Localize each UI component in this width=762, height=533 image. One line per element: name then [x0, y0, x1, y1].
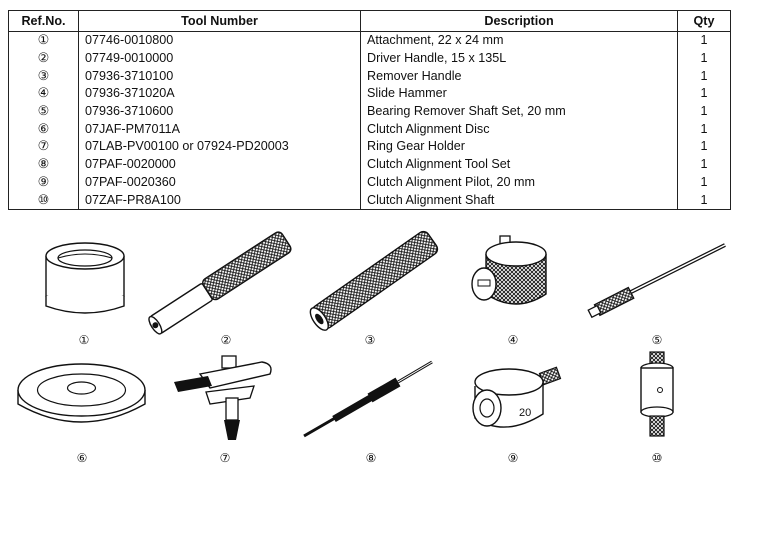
qty-cell: 1 [677, 120, 731, 139]
qty-cell: 1 [677, 155, 731, 174]
clutch-alignment-disc-drawing [14, 360, 149, 435]
ref-no-cell: ④ [8, 85, 79, 103]
description-cell: Clutch Alignment Tool Set [360, 155, 678, 174]
tool-number-cell: 07ZAF-PR8A100 [78, 191, 361, 210]
tool-number-cell: 07PAF-0020360 [78, 173, 361, 192]
ref-no-cell: ⑦ [8, 138, 79, 156]
tool-number-cell: 07LAB-PV00100 or 07924-PD20003 [78, 138, 361, 156]
attachment-drawing [40, 236, 130, 326]
ref-no-cell: ② [8, 49, 79, 68]
header-ref-no: Ref.No. [8, 10, 79, 32]
figure-label: ⑦ [219, 451, 231, 465]
description-cell: Slide Hammer [360, 85, 678, 103]
table-row: ⑨ 07PAF-0020360 Clutch Alignment Pilot, … [8, 173, 731, 192]
figure-label: ⑤ [651, 333, 663, 347]
figure-label: ① [78, 333, 90, 347]
table-row: ⑧ 07PAF-0020000 Clutch Alignment Tool Se… [8, 155, 731, 174]
special-tools-table: Ref.No. Tool Number Description Qty ① 07… [8, 10, 731, 210]
qty-cell: 1 [677, 191, 731, 210]
qty-cell: 1 [677, 67, 731, 86]
ref-no-cell: ⑨ [8, 173, 79, 192]
ref-no-cell: ① [8, 31, 79, 50]
figure-label: ⑩ [651, 451, 663, 465]
tool-number-cell: 07PAF-0020000 [78, 155, 361, 174]
tool-number-cell: 07936-3710600 [78, 102, 361, 121]
ref-no-cell: ⑤ [8, 102, 79, 121]
tool-number-cell: 07936-371020A [78, 85, 361, 103]
description-cell: Clutch Alignment Pilot, 20 mm [360, 173, 678, 192]
description-cell: Bearing Remover Shaft Set, 20 mm [360, 102, 678, 121]
tool-number-cell: 07936-3710100 [78, 67, 361, 86]
figure-label: ⑨ [507, 451, 519, 465]
header-tool-number: Tool Number [78, 10, 361, 32]
tool-number-cell: 07JAF-PM7011A [78, 120, 361, 139]
clutch-alignment-pilot-drawing: 20 [465, 356, 565, 446]
ref-no-cell: ③ [8, 67, 79, 86]
clutch-alignment-shaft-drawing [628, 350, 688, 445]
table-row: ④ 07936-371020A Slide Hammer 1 [8, 85, 731, 103]
qty-cell: 1 [677, 31, 731, 50]
header-description: Description [360, 10, 678, 32]
table-row: ⑤ 07936-3710600 Bearing Remover Shaft Se… [8, 102, 731, 121]
ref-no-cell: ⑧ [8, 155, 79, 174]
ref-no-cell: ⑩ [8, 191, 79, 210]
header-qty: Qty [677, 10, 731, 32]
qty-cell: 1 [677, 138, 731, 156]
description-cell: Clutch Alignment Disc [360, 120, 678, 139]
description-cell: Remover Handle [360, 67, 678, 86]
description-cell: Clutch Alignment Shaft [360, 191, 678, 210]
table-header-row: Ref.No. Tool Number Description Qty [8, 10, 731, 32]
ref-no-cell: ⑥ [8, 120, 79, 139]
description-cell: Driver Handle, 15 x 135L [360, 49, 678, 68]
figure-label: ⑥ [76, 451, 88, 465]
ring-gear-holder-drawing [170, 352, 285, 447]
qty-cell: 1 [677, 102, 731, 121]
qty-cell: 1 [677, 49, 731, 68]
driver-handle-drawing [148, 231, 300, 335]
slide-hammer-drawing [471, 232, 562, 322]
remover-handle-drawing [305, 230, 445, 331]
figure-label: ③ [364, 333, 376, 347]
qty-cell: 1 [677, 85, 731, 103]
pilot-size-marking: 20 [519, 407, 531, 419]
table-row: ① 07746-0010800 Attachment, 22 x 24 mm 1 [8, 31, 731, 50]
description-cell: Ring Gear Holder [360, 138, 678, 156]
figure-label: ④ [507, 333, 519, 347]
table-row: ⑥ 07JAF-PM7011A Clutch Alignment Disc 1 [8, 120, 731, 139]
table-row: ⑩ 07ZAF-PR8A100 Clutch Alignment Shaft 1 [8, 191, 731, 210]
table-row: ③ 07936-3710100 Remover Handle 1 [8, 67, 731, 86]
description-cell: Attachment, 22 x 24 mm [360, 31, 678, 50]
bearing-remover-shaft-drawing [585, 235, 735, 325]
figure-label: ② [220, 333, 232, 347]
figure-label: ⑧ [365, 451, 377, 465]
table-row: ② 07749-0010000 Driver Handle, 15 x 135L… [8, 49, 731, 68]
tool-number-cell: 07749-0010000 [78, 49, 361, 68]
clutch-alignment-tool-set-drawing [300, 352, 440, 442]
tool-number-cell: 07746-0010800 [78, 31, 361, 50]
qty-cell: 1 [677, 173, 731, 192]
table-row: ⑦ 07LAB-PV00100 or 07924-PD20003 Ring Ge… [8, 138, 731, 156]
